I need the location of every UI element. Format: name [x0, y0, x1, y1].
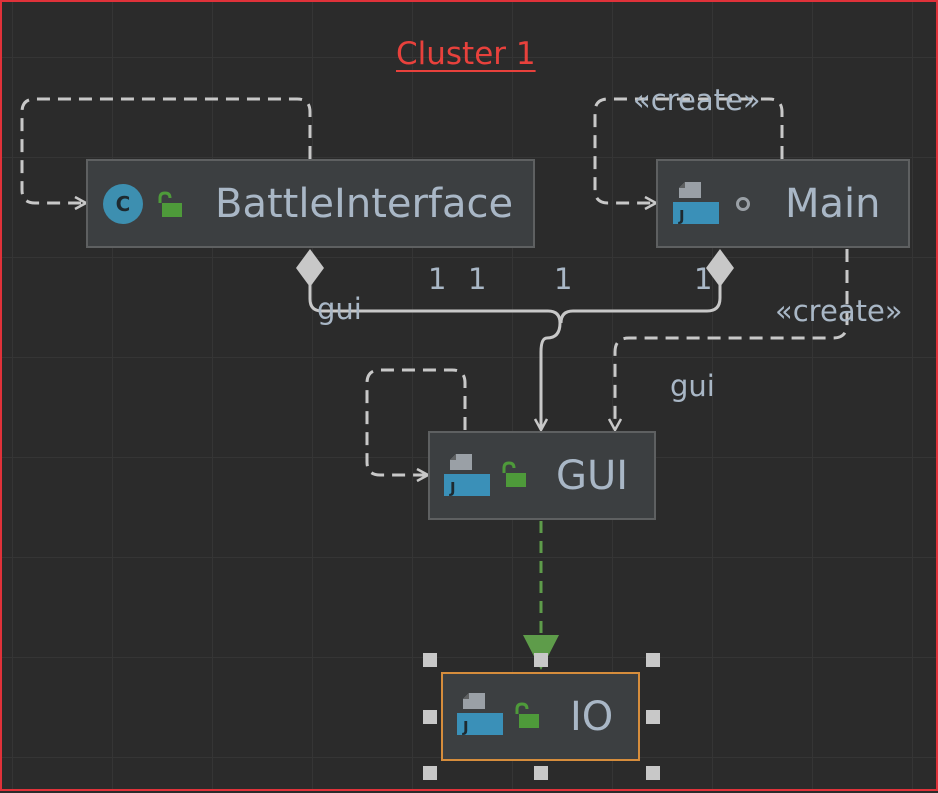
edge-label-main-self-create: «create»	[633, 83, 761, 117]
java-file-icon: J	[673, 182, 719, 225]
resize-handle-bottom[interactable]	[534, 766, 548, 780]
edge-gui-self	[365, 368, 467, 475]
node-io[interactable]: J IO	[441, 672, 640, 761]
node-label: GUI	[556, 453, 629, 499]
resize-handle-top-left[interactable]	[423, 653, 437, 667]
node-battleinterface[interactable]: C BattleInterface	[86, 159, 535, 248]
public-lock-icon	[158, 191, 182, 217]
edge-label-bi-gui-role: gui	[317, 292, 362, 326]
class-icon: C	[103, 184, 143, 224]
edge-battleinterface-self	[20, 97, 312, 203]
edge-main-gui-create	[615, 249, 849, 430]
resize-handle-right[interactable]	[646, 710, 660, 724]
edge-label-multiplicity: 1	[428, 262, 447, 296]
edge-label-main-gui-create: «create»	[775, 294, 903, 328]
package-private-icon	[736, 197, 750, 211]
aggregation-diamond-battleinterface	[296, 249, 324, 287]
java-icon-letter: J	[449, 479, 456, 497]
node-label: Main	[785, 181, 881, 227]
resize-handle-left[interactable]	[423, 710, 437, 724]
java-icon-letter: J	[678, 207, 685, 225]
java-file-icon: J	[444, 454, 490, 497]
edge-label-multiplicity: 1	[468, 262, 487, 296]
edge-main-gui	[559, 284, 722, 324]
aggregation-diamond-main	[706, 249, 734, 287]
edge-label-multiplicity: 1	[694, 262, 713, 296]
node-label: IO	[570, 694, 614, 740]
dependency-arrowhead	[523, 635, 559, 670]
edge-main-self	[593, 97, 784, 203]
public-lock-icon	[502, 461, 526, 487]
java-file-icon: J	[457, 693, 503, 736]
class-icon-letter: C	[116, 192, 131, 216]
java-icon-letter: J	[462, 718, 469, 736]
edge-label-multiplicity: 1	[554, 262, 573, 296]
node-label: BattleInterface	[215, 181, 514, 227]
public-lock-icon	[515, 702, 539, 728]
resize-handle-bottom-left[interactable]	[423, 766, 437, 780]
resize-handle-bottom-right[interactable]	[646, 766, 660, 780]
node-main[interactable]: J Main	[656, 159, 910, 248]
resize-handle-top-right[interactable]	[646, 653, 660, 667]
edge-label-main-gui-role: gui	[670, 369, 715, 403]
node-gui[interactable]: J GUI	[428, 431, 656, 520]
cluster-title: Cluster 1	[396, 36, 536, 72]
resize-handle-top[interactable]	[534, 653, 548, 667]
